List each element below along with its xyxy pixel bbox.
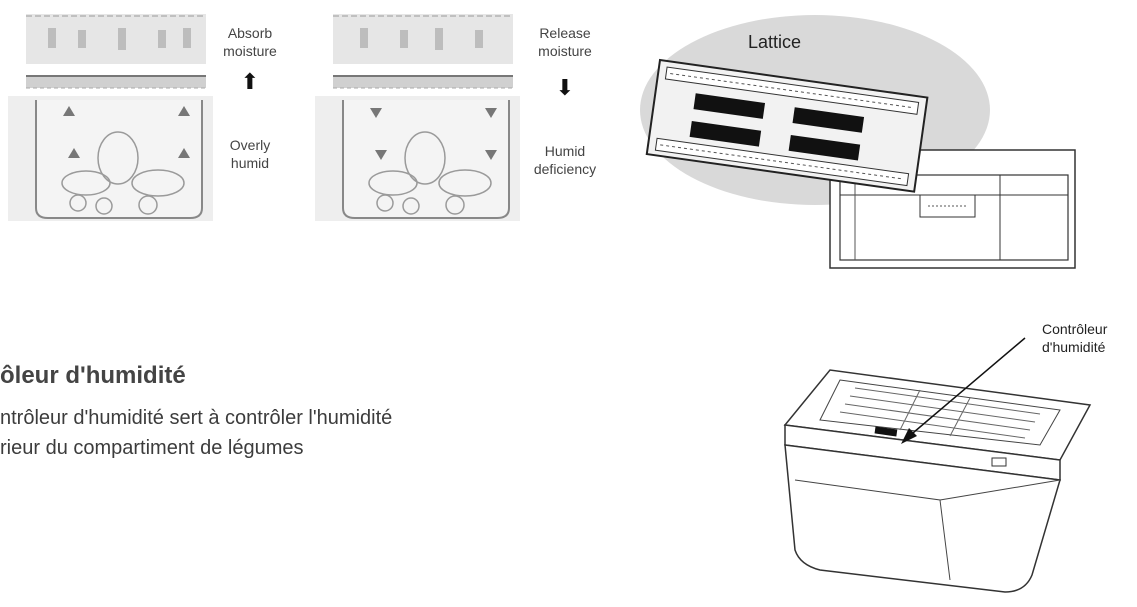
- section-title: ôleur d'humidité: [0, 362, 186, 389]
- release-moisture-label: Release moisture: [538, 25, 592, 59]
- humidity-controller-callout: Contrôleur d'humidité: [1042, 321, 1108, 355]
- crisper-drawer-illustration: [760, 330, 1100, 602]
- humidity-release-illustration: [315, 8, 520, 223]
- lattice-illustration: [640, 10, 1080, 275]
- callout-pointer: [895, 330, 1035, 450]
- arrow-down-icon: ⬇: [555, 75, 575, 100]
- lattice-label: Lattice: [748, 32, 802, 52]
- section-text-line-2: rieur du compartiment de légumes: [0, 437, 304, 459]
- humid-deficiency-label: Humid deficiency: [533, 143, 597, 177]
- overly-humid-label: Overly humid: [229, 137, 271, 171]
- humidity-absorb-illustration: [8, 8, 213, 223]
- arrow-up-icon: ⬆: [240, 69, 260, 94]
- section-text-line-1: ntrôleur d'humidité sert à contrôler l'h…: [0, 407, 393, 429]
- absorb-moisture-label: Absorb moisture: [223, 25, 277, 59]
